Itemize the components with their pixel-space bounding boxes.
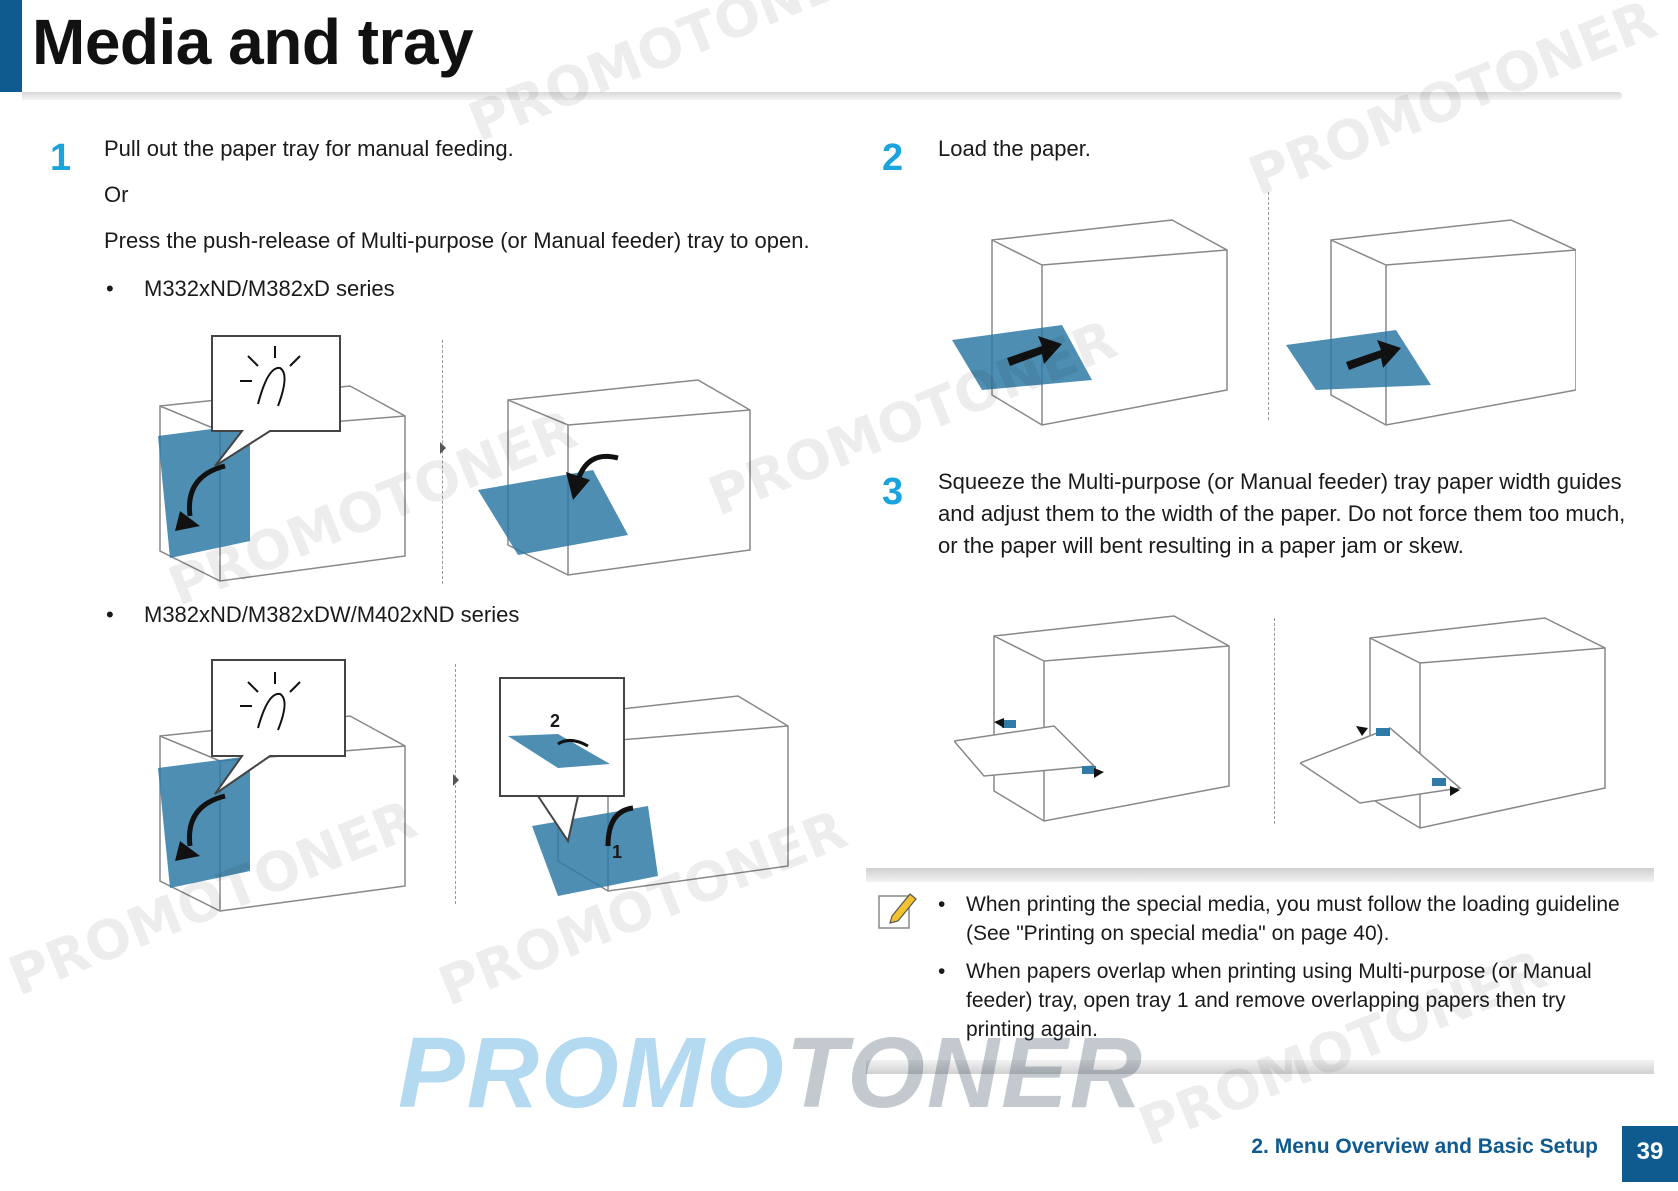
callout-number-2: 2	[550, 711, 561, 731]
note-item-2-line1: When papers overlap when printing using …	[938, 957, 1592, 986]
page-number: 39	[1622, 1126, 1678, 1182]
step-3-text-line1: Squeeze the Multi-purpose (or Manual fee…	[938, 469, 1622, 494]
illustration-divider-c	[1268, 192, 1269, 420]
watermark-text: PROMOTONER	[1240, 0, 1666, 209]
promotoner-logo: PROMOTONER	[398, 1017, 1144, 1129]
step-3-text-line3: or the paper will bent resulting in a pa…	[938, 533, 1464, 558]
arrow-right-icon	[453, 774, 459, 786]
title-accent-bar	[0, 0, 22, 92]
note-pencil-icon	[878, 893, 917, 929]
printer-illustration-load-paper-a	[952, 219, 1228, 426]
printer-illustration-load-paper-b	[1286, 219, 1576, 426]
footer-section-label: 2. Menu Overview and Basic Setup	[1251, 1135, 1598, 1158]
watermark-text: PROMOTONER	[460, 0, 886, 155]
printer-illustration-press-release	[158, 335, 406, 582]
illustration-divider-d	[1274, 618, 1275, 824]
step-1-number: 1	[50, 137, 72, 179]
note-item-2-line3: printing again.	[966, 1018, 1098, 1041]
printer-illustration-tray-extend	[499, 677, 789, 896]
title-rule	[22, 92, 1622, 100]
step-3-text-line2: and adjust them to the width of the pape…	[938, 501, 1626, 526]
step-1-text: Pull out the paper tray for manual feedi…	[104, 136, 514, 161]
step-1-alt-text: Press the push-release of Multi-purpose …	[104, 228, 810, 253]
step-1-or: Or	[104, 182, 129, 207]
note-bottom-rule	[866, 1060, 1654, 1074]
printer-illustration-adjust-guides-b	[1300, 617, 1606, 829]
arrow-right-icon	[440, 442, 446, 454]
step-2-text: Load the paper.	[938, 136, 1091, 161]
series-b-label: M382xND/M382xDW/M402xND series	[106, 600, 519, 630]
note-item-1-line1: When printing the special media, you mus…	[938, 890, 1620, 919]
series-a-label: M332xND/M382xD series	[106, 274, 395, 304]
step-2-number: 2	[882, 137, 904, 179]
printer-illustration-press-release-b	[158, 659, 406, 912]
page-title: Media and tray	[32, 6, 474, 78]
note-item-2-line2: feeder) tray, open tray 1 and remove ove…	[966, 989, 1566, 1012]
note-item-1-line2: (See "Printing on special media" on page…	[966, 922, 1390, 945]
note-top-rule	[866, 868, 1654, 882]
printer-illustration-tray-open	[478, 379, 751, 576]
illustration-divider	[442, 340, 443, 584]
printer-illustration-adjust-guides-a	[954, 615, 1230, 822]
callout-number-1: 1	[612, 842, 623, 862]
step-3-number: 3	[882, 471, 904, 513]
